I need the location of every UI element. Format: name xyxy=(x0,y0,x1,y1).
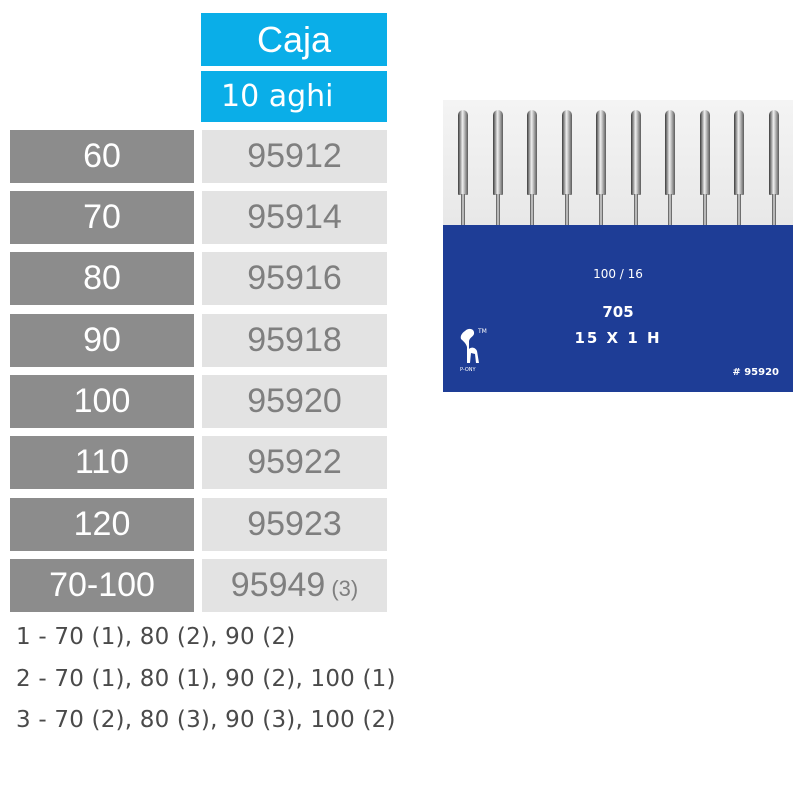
header-caja: Caja xyxy=(201,13,387,66)
needle-pack-strip xyxy=(443,225,793,245)
table-row: 70-100 95949 (3) xyxy=(10,559,387,612)
article-code: 95918 xyxy=(202,314,387,367)
needle-blade xyxy=(461,194,465,245)
pack-system: 705 xyxy=(602,303,634,321)
article-code: 95923 xyxy=(202,498,387,551)
needle-icon xyxy=(596,110,606,245)
code-value: 95923 xyxy=(247,505,342,543)
pack-article-number: # 95920 xyxy=(732,367,779,378)
code-value: 95920 xyxy=(247,382,342,420)
header-10-aghi: 10 aghi xyxy=(201,71,387,122)
needle-blade xyxy=(495,194,500,245)
code-note: (3) xyxy=(331,575,359,601)
svg-text:P-ONY: P-ONY xyxy=(460,367,477,373)
article-code: 95949 (3) xyxy=(202,559,387,612)
footnote-1: 1 - 70 (1), 80 (2), 90 (2) xyxy=(16,624,296,650)
table-row: 90 95918 xyxy=(10,314,387,367)
needle-shank xyxy=(492,110,503,195)
needle-shank xyxy=(458,110,468,195)
article-code: 95922 xyxy=(202,436,387,489)
needle-icon xyxy=(492,110,503,245)
needle-size: 80 xyxy=(10,252,194,305)
needle-icon xyxy=(561,110,572,245)
needle-icon xyxy=(665,110,675,245)
needle-icon xyxy=(768,110,779,245)
needle-size: 90 xyxy=(10,314,194,367)
needle-blade xyxy=(530,194,534,245)
needle-shank xyxy=(561,110,572,195)
needle-shank xyxy=(596,110,606,195)
needle-icon xyxy=(527,110,537,245)
pack-type: 15 X 1 H xyxy=(574,329,662,347)
table-row: 70 95914 xyxy=(10,191,387,244)
needle-size: 120 xyxy=(10,498,194,551)
needle-shank xyxy=(527,110,537,195)
code-value: 95922 xyxy=(247,443,342,481)
table-row: 60 95912 xyxy=(10,130,387,183)
needle-shank xyxy=(734,110,744,195)
needle-size: 110 xyxy=(10,436,194,489)
code-value: 95918 xyxy=(247,321,342,359)
needle-size: 60 xyxy=(10,130,194,183)
table-row: 100 95920 xyxy=(10,375,387,428)
article-code: 95914 xyxy=(202,191,387,244)
needle-blade xyxy=(668,194,672,245)
table-row: 110 95922 xyxy=(10,436,387,489)
needle-icon xyxy=(699,110,710,245)
needle-blade xyxy=(771,194,776,245)
needle-blade xyxy=(633,194,638,245)
footnote-2: 2 - 70 (1), 80 (1), 90 (2), 100 (1) xyxy=(16,666,396,692)
code-value: 95912 xyxy=(247,137,342,175)
needle-icon xyxy=(458,110,468,245)
needle-shank xyxy=(699,110,710,195)
needle-blade xyxy=(702,194,707,245)
needle-size: 70 xyxy=(10,191,194,244)
needle-pack-image: 100 / 16 705 15 X 1 H TM P-ONY # 95920 xyxy=(443,100,793,392)
needle-size: 100 xyxy=(10,375,194,428)
code-value: 95914 xyxy=(247,198,342,236)
needle-icon xyxy=(630,110,641,245)
code-value: 95916 xyxy=(247,259,342,297)
footnote-3: 3 - 70 (2), 80 (3), 90 (3), 100 (2) xyxy=(16,707,396,733)
needle-size: 70-100 xyxy=(10,559,194,612)
article-code: 95920 xyxy=(202,375,387,428)
code-value: 95949 xyxy=(230,566,326,604)
article-code: 95916 xyxy=(202,252,387,305)
needle-blade xyxy=(737,194,741,245)
needle-pack-label: 100 / 16 705 15 X 1 H TM P-ONY # 95920 xyxy=(443,245,793,392)
pack-size-label: 100 / 16 xyxy=(593,267,643,281)
needle-blade xyxy=(599,194,603,245)
table-row: 80 95916 xyxy=(10,252,387,305)
needle-shank xyxy=(665,110,675,195)
needle-blade xyxy=(564,194,569,245)
article-code: 95912 xyxy=(202,130,387,183)
needle-shank xyxy=(768,110,779,195)
needle-shank xyxy=(630,110,641,195)
table-row: 120 95923 xyxy=(10,498,387,551)
needle-icon xyxy=(734,110,744,245)
svg-text:TM: TM xyxy=(477,328,487,335)
pony-horse-logo-icon: TM P-ONY xyxy=(455,325,489,377)
